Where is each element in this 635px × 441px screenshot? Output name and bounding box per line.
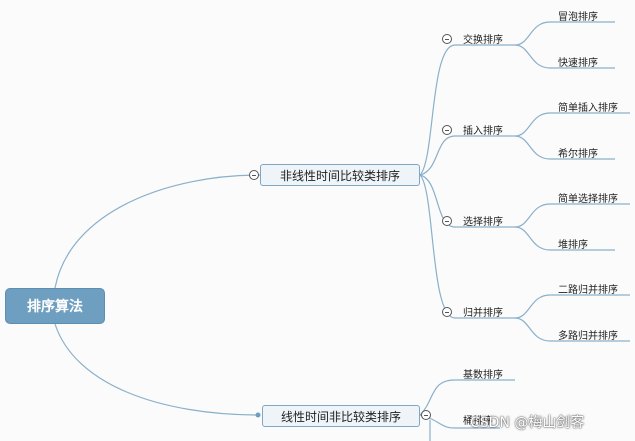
connector-b1-insert bbox=[419, 135, 456, 176]
collapse-icon[interactable] bbox=[421, 410, 431, 420]
branch-node-nonlinear[interactable]: 非线性时间比较类排序 bbox=[260, 164, 420, 186]
collapse-icon[interactable] bbox=[249, 170, 259, 180]
connector-root-branch1 bbox=[54, 174, 261, 289]
leaf-quick-sort[interactable]: 快速排序 bbox=[558, 58, 598, 69]
leaf-simple-select-sort[interactable]: 简单选择排序 bbox=[558, 194, 618, 205]
collapse-icon[interactable] bbox=[442, 125, 452, 135]
branch-node-linear[interactable]: 线性时间非比较类排序 bbox=[262, 405, 420, 427]
leaf-heap-sort[interactable]: 堆排序 bbox=[558, 240, 588, 251]
watermark: CSDN @梅山剑客 bbox=[470, 415, 585, 431]
node-insert-sort[interactable]: 插入排序 bbox=[463, 126, 503, 137]
node-select-sort[interactable]: 选择排序 bbox=[463, 217, 503, 228]
node-merge-sort[interactable]: 归并排序 bbox=[463, 308, 503, 319]
leaf-shell-sort[interactable]: 希尔排序 bbox=[558, 149, 598, 160]
collapse-icon[interactable] bbox=[442, 34, 452, 44]
collapse-icon[interactable] bbox=[442, 307, 452, 317]
leaf-bubble-sort[interactable]: 冒泡排序 bbox=[558, 12, 598, 23]
connector-b1-select bbox=[419, 174, 456, 228]
node-bucket-sort[interactable]: 桶排序 bbox=[463, 416, 493, 427]
node-exchange-sort[interactable]: 交换排序 bbox=[463, 35, 503, 46]
leaf-two-way-merge-sort[interactable]: 二路归并排序 bbox=[558, 285, 618, 296]
leaf-multi-way-merge-sort[interactable]: 多路归并排序 bbox=[558, 331, 618, 342]
node-radix-sort[interactable]: 基数排序 bbox=[463, 370, 503, 381]
root-node[interactable]: 排序算法 bbox=[5, 288, 105, 324]
collapse-icon[interactable] bbox=[442, 216, 452, 226]
connector-b1-merge bbox=[419, 174, 456, 319]
leaf-simple-insert-sort[interactable]: 简单插入排序 bbox=[558, 103, 618, 114]
connector-root-branch2 bbox=[54, 323, 261, 416]
connector-b1-exchange bbox=[419, 44, 456, 176]
